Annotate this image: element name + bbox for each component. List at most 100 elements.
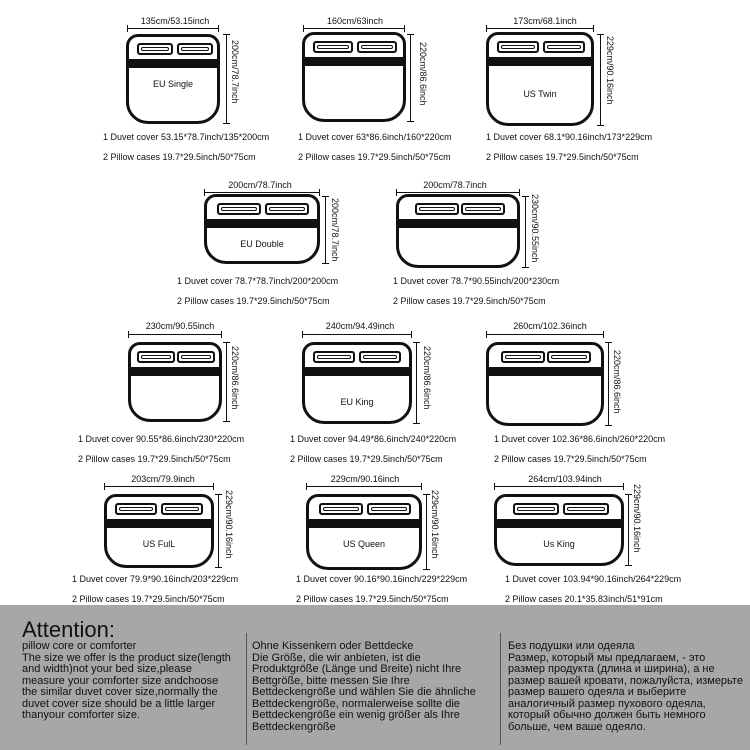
height-label: 230cm/90.55inch (530, 194, 540, 263)
pillow-icon (461, 203, 505, 215)
bed-size-name: EU Double (240, 239, 284, 249)
pillow-spec: 2 Pillow cases 19.7*29.5inch/50*75cm (78, 454, 231, 464)
attention-panel: Attention: pillow core or comforter The … (0, 605, 750, 750)
pillow-icon (265, 203, 309, 215)
bed-illustration: US Queen (306, 494, 422, 570)
width-label: 230cm/90.55inch (145, 321, 215, 331)
spec-list: 1 Duvet cover 63*86.6inch/160*220cm 2 Pi… (298, 132, 452, 172)
width-dimension-line (486, 25, 594, 32)
bed-illustration: Us King (494, 494, 624, 566)
pillow-icon (137, 351, 175, 363)
duvet-spec: 1 Duvet cover 53.15*78.7inch/135*200cm (103, 132, 270, 142)
pillow-spec: 2 Pillow cases 19.7*29.5inch/50*75cm (290, 454, 443, 464)
duvet-spec: 1 Duvet cover 79.9*90.16inch/203*229cm (72, 574, 239, 584)
width-label: 203cm/79.9inch (131, 474, 195, 484)
bed-size-name: US FulL (142, 539, 176, 549)
height-dimension-line (597, 34, 604, 126)
bed-illustration (396, 194, 520, 268)
duvet-fold (396, 219, 520, 228)
width-dimension-line (128, 331, 222, 338)
height-dimension-line (522, 196, 529, 268)
pillow-icon (501, 351, 545, 363)
bed-size-name: EU King (340, 397, 374, 407)
width-dimension-line (303, 25, 405, 32)
height-dimension-line (223, 34, 230, 124)
pillow-icon (415, 203, 459, 215)
duvet-fold (486, 367, 604, 376)
bed-illustration (128, 342, 222, 422)
width-dimension-line (494, 483, 624, 490)
pillow-spec: 2 Pillow cases 19.7*29.5inch/50*75cm (494, 454, 647, 464)
bed-illustration: US Twin (486, 32, 594, 126)
duvet-spec: 1 Duvet cover 78.7*78.7inch/200*200cm (177, 276, 339, 286)
pillow-icon (497, 41, 539, 53)
pillow-spec: 2 Pillow cases 19.7*29.5inch/50*75cm (177, 296, 330, 306)
width-label: 260cm/102.36inch (513, 321, 587, 331)
width-label: 200cm/78.7inch (423, 180, 487, 190)
pillow-icon (177, 43, 213, 55)
height-label: 229cm/90.16inch (430, 490, 440, 559)
height-dimension-line (413, 342, 420, 424)
height-dimension-line (605, 342, 612, 426)
pillow-icon (563, 503, 609, 515)
duvet-fold (204, 219, 320, 228)
pillow-icon (177, 351, 215, 363)
duvet-fold (494, 519, 624, 528)
width-dimension-line (306, 483, 422, 490)
duvet-fold (126, 59, 220, 68)
width-dimension-line (127, 25, 219, 32)
bed-illustration (486, 342, 604, 426)
width-dimension-line (104, 483, 214, 490)
duvet-spec: 1 Duvet cover 63*86.6inch/160*220cm (298, 132, 452, 142)
pillow-icon (547, 351, 591, 363)
duvet-spec: 1 Duvet cover 68.1*90.16inch/173*229cm (486, 132, 653, 142)
width-label: 264cm/103.94inch (528, 474, 602, 484)
width-label: 173cm/68.1inch (513, 16, 577, 26)
height-dimension-line (223, 342, 230, 422)
spec-list: 1 Duvet cover 90.55*86.6inch/230*220cm 2… (78, 434, 244, 474)
bed-illustration (302, 32, 406, 122)
width-dimension-line (204, 189, 320, 196)
bed-illustration: US FulL (104, 494, 214, 568)
pillow-icon (313, 41, 353, 53)
height-label: 220cm/86.6inch (230, 346, 240, 410)
bed-size-name: US Twin (523, 89, 557, 99)
height-label: 220cm/86.6inch (422, 346, 432, 410)
duvet-fold (306, 519, 422, 528)
width-dimension-line (396, 189, 520, 196)
height-dimension-line (423, 494, 430, 570)
spec-list: 1 Duvet cover 78.7*90.55inch/200*230cm 2… (393, 276, 559, 316)
pillow-icon (319, 503, 363, 515)
height-label: 229cm/90.16inch (224, 490, 234, 559)
bed-size-name: Us King (543, 539, 575, 549)
pillow-spec: 2 Pillow cases 19.7*29.5inch/50*75cm (296, 594, 449, 604)
width-dimension-line (486, 331, 604, 338)
spec-list: 1 Duvet cover 68.1*90.16inch/173*229cm 2… (486, 132, 652, 172)
height-label: 220cm/86.6inch (612, 350, 622, 414)
height-dimension-line (625, 494, 632, 566)
column-divider (500, 633, 501, 745)
duvet-spec: 1 Duvet cover 94.49*86.6inch/240*220cm (290, 434, 457, 444)
width-dimension-line (302, 331, 412, 338)
height-label: 200cm/78.7inch (230, 40, 240, 104)
height-label: 220cm/86.6inch (418, 42, 428, 106)
width-label: 240cm/94.49inch (325, 321, 395, 331)
duvet-spec: 1 Duvet cover 90.55*86.6inch/230*220cm (78, 434, 245, 444)
width-label: 229cm/90.16inch (330, 474, 400, 484)
pillow-icon (367, 503, 411, 515)
pillow-icon (513, 503, 559, 515)
bed-illustration: EU Single (126, 34, 220, 124)
pillow-spec: 2 Pillow cases 19.7*29.5inch/50*75cm (298, 152, 451, 162)
duvet-fold (128, 367, 222, 376)
height-label: 229cm/90.16inch (605, 36, 615, 105)
attention-text-russian: Без подушки или одеяла Размер, который м… (508, 640, 743, 733)
spec-list: 1 Duvet cover 53.15*78.7inch/135*200cm 2… (103, 132, 269, 172)
bed-illustration: EU King (302, 342, 412, 424)
pillow-icon (137, 43, 173, 55)
pillow-spec: 2 Pillow cases 19.7*29.5inch/50*75cm (486, 152, 639, 162)
pillow-spec: 2 Pillow cases 19.7*29.5inch/50*75cm (393, 296, 546, 306)
pillow-icon (543, 41, 585, 53)
attention-text-german: Ohne Kissenkern oder Bettdecke Die Größe… (252, 640, 476, 733)
spec-list: 1 Duvet cover 78.7*78.7inch/200*200cm 2 … (177, 276, 338, 316)
spec-list: 1 Duvet cover 103.94*90.16inch/264*229cm… (505, 574, 681, 614)
